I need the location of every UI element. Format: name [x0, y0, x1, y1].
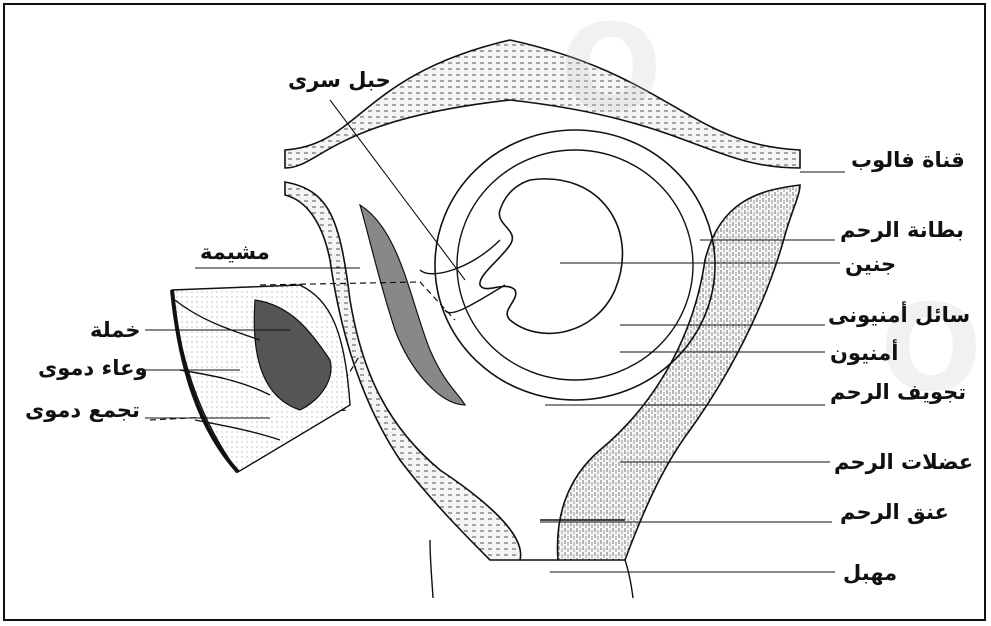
- label-blood-vessel: وعاء دموى: [38, 358, 148, 379]
- label-endometrium: بطانة الرحم: [840, 220, 964, 241]
- label-umbilical-cord: حبل سرى: [288, 70, 391, 91]
- label-amnion: أمنيون: [830, 343, 898, 364]
- label-villus: خملة: [90, 320, 141, 341]
- embryo-shape: [480, 179, 623, 333]
- label-chorion: مشيمة: [200, 242, 270, 263]
- label-uterine-cavity: تجويف الرحم: [830, 382, 966, 403]
- label-cervix: عنق الرحم: [840, 502, 949, 523]
- label-uterine-muscles: عضلات الرحم: [834, 452, 973, 473]
- label-vagina: مهبل: [843, 563, 897, 584]
- label-embryo: جنين: [845, 254, 896, 275]
- placenta-band: [360, 205, 465, 405]
- label-fallopian-tube: قناة فالوب: [851, 150, 965, 171]
- fallopian-tube-arch: [285, 40, 800, 168]
- label-amniotic-fluid: سائل أمنيونى: [828, 305, 970, 326]
- label-blood-pool: تجمع دموى: [25, 400, 140, 421]
- watermark-o-top: O: [560, 10, 662, 130]
